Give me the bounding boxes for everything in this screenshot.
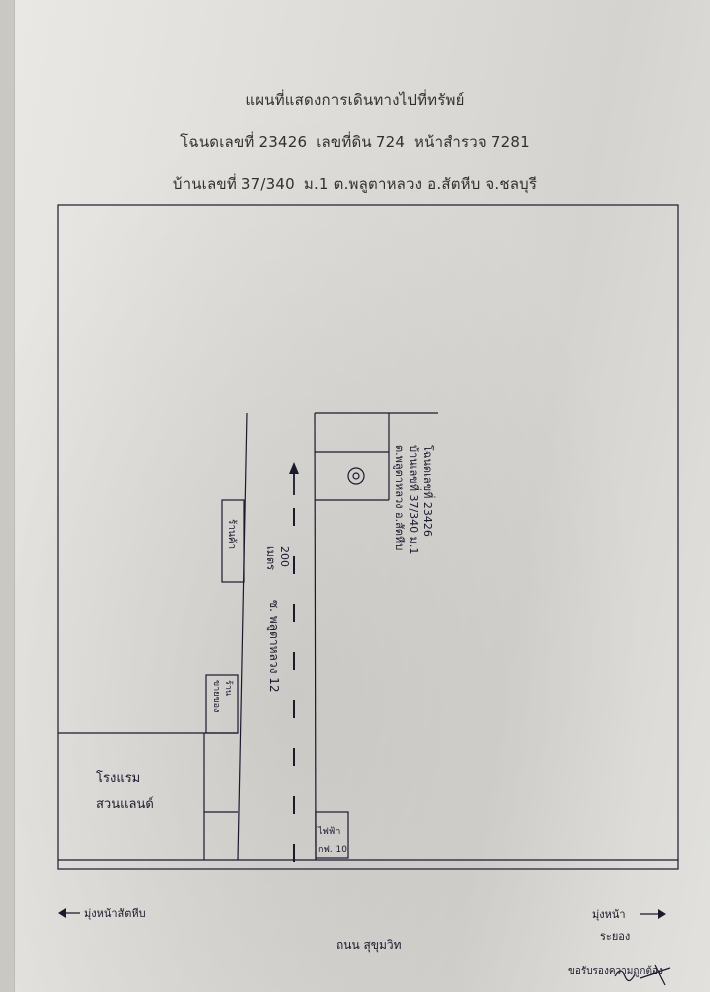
right-direction-line2: ระยอง bbox=[600, 930, 630, 943]
up-arrow-head bbox=[289, 462, 299, 474]
map-frame bbox=[57, 204, 679, 870]
address-text: ม.1 ต.พลูตาหลวง อ.สัตหีบ จ.ชลบุรี bbox=[303, 175, 538, 193]
property-note: โฉนดเลขที่ 23426 บ้านเลขที่ 37/340 ม.1 ต… bbox=[393, 445, 436, 554]
signature-scribble bbox=[614, 964, 671, 986]
main-road-label: ถนน สุขุมวิท bbox=[336, 938, 402, 953]
property-note-line1: โฉนดเลขที่ 23426 bbox=[421, 445, 436, 537]
lower-shop-line2: ขายของ bbox=[211, 680, 221, 712]
soi-right-edge bbox=[314, 412, 317, 861]
house-number: 37/340 bbox=[240, 175, 295, 193]
house-label: บ้านเลขที่ bbox=[172, 175, 237, 193]
property-symbol-circle bbox=[347, 467, 365, 485]
lower-shop-label: ร้าน ขายของ bbox=[211, 680, 234, 712]
pole-box bbox=[315, 811, 349, 859]
deed-label: โฉนดเลขที่ bbox=[180, 133, 255, 151]
property-note-line2: บ้านเลขที่ 37/340 ม.1 bbox=[407, 445, 422, 554]
right-direction-line1: มุ่งหน้า bbox=[592, 908, 626, 921]
distance-label: 200 เมตร bbox=[264, 546, 291, 570]
upper-shop-box bbox=[221, 499, 245, 583]
road-name-label: ซ. พลูตาหลวง 12 bbox=[266, 600, 281, 693]
land-number: 724 bbox=[375, 133, 406, 151]
pole-line1: ไฟฟ้า bbox=[317, 826, 340, 837]
hotel-line1: โรงแรม bbox=[96, 770, 140, 786]
left-direction-label: มุ่งหน้าสัตหีบ bbox=[84, 907, 146, 920]
distance-value: 200 bbox=[278, 546, 291, 567]
pole-line2: กฟ. 10 bbox=[318, 845, 347, 855]
survey-number: 7281 bbox=[490, 133, 530, 151]
upper-shop-label: ร้านค้า bbox=[226, 519, 238, 549]
map-title: แผนที่แสดงการเดินทางไปที่ทรัพย์ bbox=[245, 91, 465, 109]
soi-left-edge bbox=[237, 412, 248, 861]
deed-number: 23426 bbox=[258, 133, 308, 151]
land-label: เลขที่ดิน bbox=[316, 133, 372, 151]
right-arrow-head bbox=[658, 909, 666, 919]
hotel-line2: สวนแลนด์ bbox=[96, 796, 154, 812]
property-symbol-dot bbox=[352, 472, 360, 480]
paper-sheet bbox=[14, 0, 710, 992]
upper-shop-text: ร้านค้า bbox=[226, 519, 238, 549]
lower-shop-line1: ร้าน bbox=[223, 680, 234, 696]
road-name: ซ. พลูตาหลวง 12 bbox=[266, 600, 281, 693]
address-line: บ้านเลขที่37/340 ม.1 ต.พลูตาหลวง อ.สัตหี… bbox=[0, 172, 710, 196]
left-arrow-head bbox=[58, 908, 66, 918]
property-note-line3: ต.พลูตาหลวง อ.สัตหีบ bbox=[393, 445, 406, 550]
survey-label: หน้าสำรวจ bbox=[414, 133, 487, 151]
distance-unit: เมตร bbox=[264, 546, 277, 570]
certification-note: ขอรับรองความถูกต้อง bbox=[568, 965, 663, 977]
